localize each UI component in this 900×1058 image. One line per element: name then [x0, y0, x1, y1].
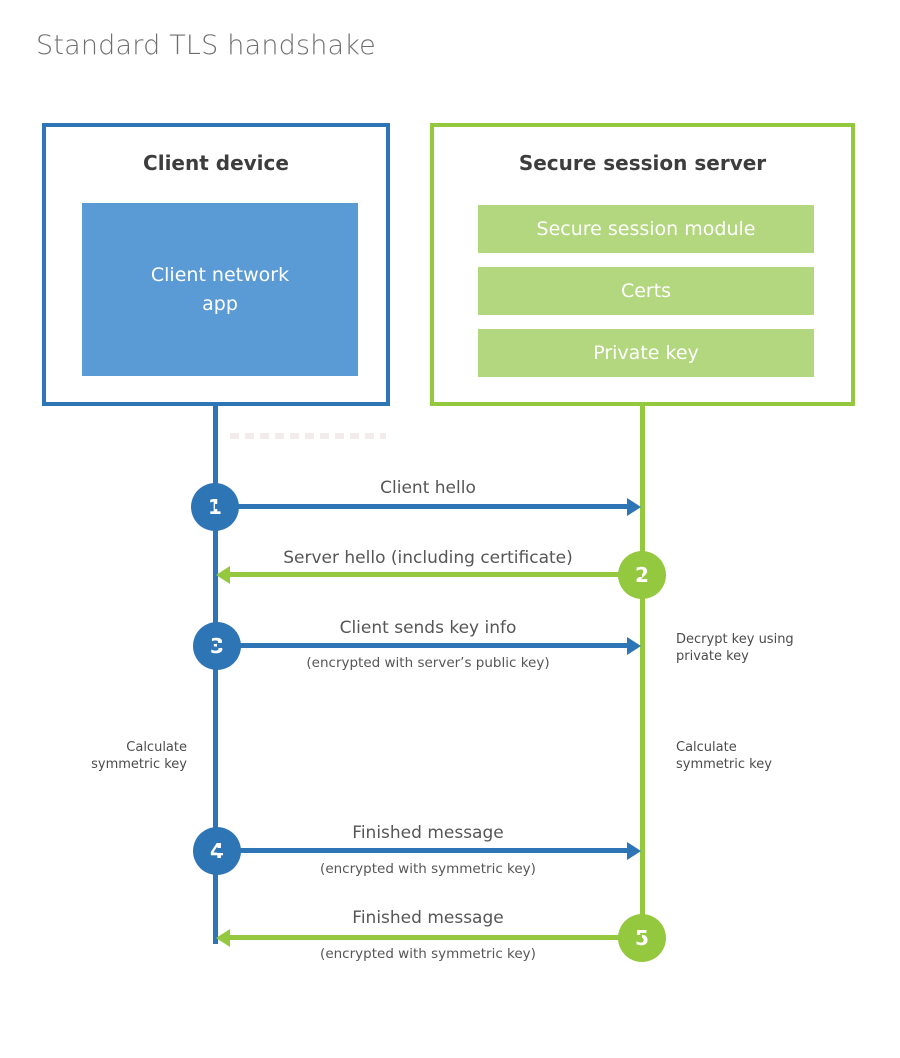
step-1-arrowhead-icon	[627, 498, 641, 516]
client-lifeline	[213, 405, 218, 944]
step-1-number: 1	[208, 495, 222, 519]
client-device-box: Client device Client network app	[42, 123, 390, 406]
step-3-sublabel: (encrypted with server’s public key)	[306, 655, 550, 671]
step-5-arrow	[230, 935, 642, 940]
server-box: Secure session server Secure session mod…	[430, 123, 855, 406]
step-1-arrow	[215, 504, 627, 509]
step-2-arrow	[230, 572, 642, 577]
server-lifeline	[640, 405, 645, 938]
client-device-title: Client device	[143, 151, 289, 175]
server-module-private-key: Private key	[478, 329, 814, 377]
note-line: private key	[676, 649, 749, 664]
server-module-certs: Certs	[478, 267, 814, 315]
page-title: Standard TLS handshake	[36, 30, 376, 61]
note-calculate-symmetric-key-client: Calculate symmetric key	[91, 739, 187, 773]
server-module-label: Private key	[593, 342, 699, 364]
step-4-arrowhead-icon	[627, 842, 641, 860]
step-1-label: Client hello	[380, 478, 476, 498]
note-line: symmetric key	[676, 757, 772, 772]
step-3-arrow	[217, 643, 627, 648]
step-4-arrow	[217, 848, 627, 853]
step-4-label: Finished message	[352, 823, 504, 843]
step-5-label: Finished message	[352, 908, 504, 928]
step-3-number: 3	[210, 634, 224, 658]
client-network-app-box: Client network app	[82, 203, 358, 376]
server-module-label: Certs	[620, 280, 672, 302]
step-5-sublabel: (encrypted with symmetric key)	[320, 946, 536, 962]
server-module-secure-session: Secure session module	[478, 205, 814, 253]
step-4-sublabel: (encrypted with symmetric key)	[320, 861, 536, 877]
step-3-arrowhead-icon	[627, 637, 641, 655]
note-calculate-symmetric-key-server: Calculate symmetric key	[676, 739, 772, 773]
client-network-app-label: Client network app	[150, 264, 290, 315]
step-2-arrowhead-icon	[216, 566, 230, 584]
faint-dashed-artifact	[230, 433, 386, 439]
step-3-label: Client sends key info	[339, 618, 517, 638]
step-2-label: Server hello (including certificate)	[283, 548, 573, 568]
step-5-arrowhead-icon	[216, 929, 230, 947]
note-line: Calculate	[126, 740, 187, 755]
step-4-number: 4	[210, 839, 224, 863]
server-module-label: Secure session module	[536, 218, 756, 240]
note-decrypt-key: Decrypt key using private key	[676, 631, 794, 665]
server-title: Secure session server	[518, 151, 767, 175]
note-line: Calculate	[676, 740, 737, 755]
note-line: Decrypt key using	[676, 632, 794, 647]
note-line: symmetric key	[91, 757, 187, 772]
step-5-badge: 5	[618, 914, 666, 962]
